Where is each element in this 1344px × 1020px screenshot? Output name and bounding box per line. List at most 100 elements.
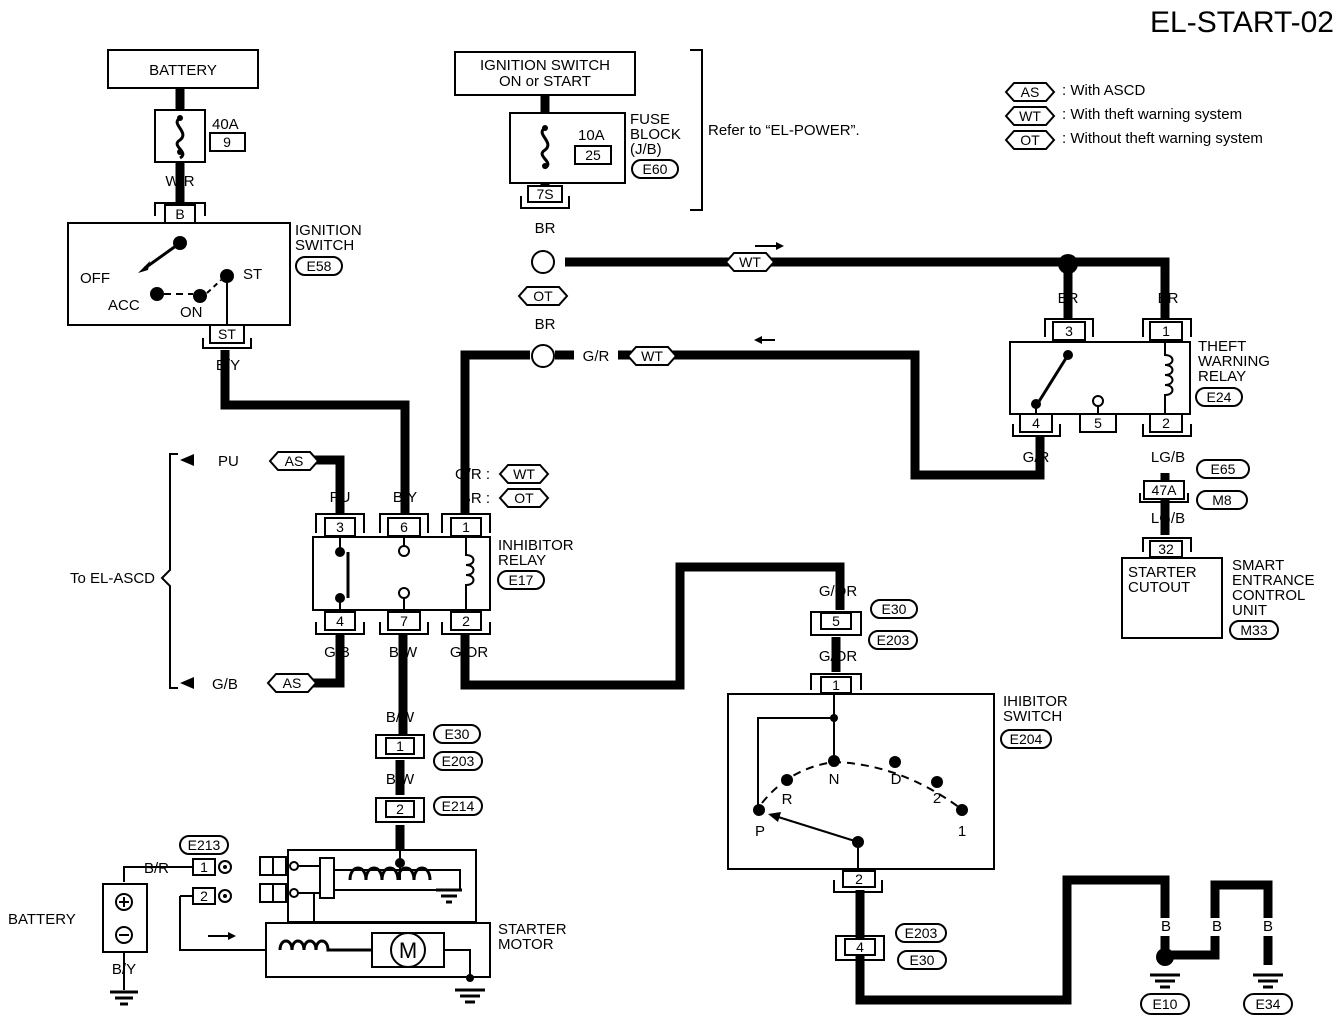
fuse-block-refer: Refer to “EL-POWER”. bbox=[708, 122, 860, 139]
theft-pin-1: 1 bbox=[1162, 323, 1170, 339]
wire-b-y-ign: B/Y bbox=[216, 357, 240, 374]
page-title: EL-START-02 bbox=[1150, 6, 1334, 39]
sec-conn-a: E65 bbox=[1211, 461, 1236, 477]
theft-pin-2: 2 bbox=[1162, 415, 1170, 431]
theft-label-1: THEFT bbox=[1198, 338, 1246, 355]
ign-source-box bbox=[454, 51, 636, 96]
ign-source-line1: IGNITION SWITCH bbox=[480, 57, 610, 74]
inh-pin-4: 4 bbox=[336, 613, 344, 629]
isw-connector: E204 bbox=[1010, 731, 1043, 747]
gnd-e10: E10 bbox=[1153, 996, 1178, 1012]
fuse-block-label-3: (J/B) bbox=[630, 141, 662, 158]
ign-pos-st: ST bbox=[243, 266, 262, 283]
isw-pos-p: P bbox=[755, 823, 765, 840]
inh-label-1: INHIBITOR bbox=[498, 537, 574, 554]
starter-wire-br: B/R bbox=[144, 860, 169, 877]
motor-symbol: M bbox=[399, 938, 417, 963]
isw-pin-2: 2 bbox=[855, 871, 863, 887]
fuse-block: 10A 25 7S FUSE BLOCK (J/B) E60 Refer to … bbox=[509, 49, 860, 211]
isw-conn-5a: E30 bbox=[882, 601, 907, 617]
sec-label-1: SMART bbox=[1232, 557, 1284, 574]
legend-text-ot: : Without theft warning system bbox=[1062, 130, 1263, 147]
gnd-e34: E34 bbox=[1256, 996, 1281, 1012]
splice-2 bbox=[531, 344, 555, 368]
inh-pin-3: 3 bbox=[336, 519, 344, 535]
inh-pin-2: 2 bbox=[462, 613, 470, 629]
gnd-wire-b-2: B bbox=[855, 971, 865, 988]
isw-label-1: IHIBITOR bbox=[1003, 693, 1068, 710]
starter-motor: M STARTER MOTOR E213 1 2 B/R BATTERY B/Y bbox=[8, 825, 567, 1006]
fuse-block-connector: E60 bbox=[643, 161, 668, 177]
wire-br-1: BR bbox=[535, 220, 556, 237]
tag-ot-1: OT bbox=[533, 288, 553, 304]
sec-connector: M33 bbox=[1240, 622, 1267, 638]
theft-label-3: RELAY bbox=[1198, 368, 1246, 385]
ign-pos-off: OFF bbox=[80, 270, 110, 287]
ign-label-1: IGNITION bbox=[295, 222, 362, 239]
inh-wire-pu: PU bbox=[330, 489, 351, 506]
inh-wire-bw: B/W bbox=[389, 644, 418, 661]
inh-pin-7: 7 bbox=[400, 613, 408, 629]
junction-dot bbox=[1058, 254, 1078, 274]
ign-pos-on: ON bbox=[180, 304, 203, 321]
tag-wt-1: WT bbox=[739, 254, 761, 270]
theft-wire-3: BR bbox=[1058, 290, 1079, 307]
isw-label-2: SWITCH bbox=[1003, 708, 1062, 725]
inh-wire-gb: G/B bbox=[324, 644, 350, 661]
isw-pin-1: 1 bbox=[832, 677, 840, 693]
starter-pin-2: 2 bbox=[200, 888, 208, 904]
sec-pin-a: 47A bbox=[1152, 482, 1178, 498]
ign-source-line2: ON or START bbox=[499, 73, 591, 90]
to-ascd: To EL-ASCD PU AS G/B AS bbox=[70, 451, 320, 693]
sec-inner-1: STARTER bbox=[1128, 564, 1197, 581]
sec-label-3: CONTROL bbox=[1232, 587, 1305, 604]
isw-pos-2: 2 bbox=[933, 790, 941, 807]
isw-pos-1: 1 bbox=[958, 823, 966, 840]
sec-conn-b: M8 bbox=[1212, 492, 1232, 508]
battery-top-box bbox=[107, 49, 259, 89]
inh-wire-gr: G/R : bbox=[455, 466, 490, 483]
isw-pin-5: 5 bbox=[832, 613, 840, 629]
isw-pos-r: R bbox=[782, 791, 793, 808]
battery-wire-by: B/Y bbox=[112, 961, 136, 978]
ign-pos-acc: ACC bbox=[108, 297, 140, 314]
bw-conn-2: E214 bbox=[442, 798, 475, 814]
inh-wire-gor: G/OR bbox=[450, 644, 489, 661]
bw-chain: B/W 1 E30 E203 B/W 2 E214 bbox=[375, 709, 483, 823]
ign-pin-b: B bbox=[175, 206, 184, 222]
isw-pos-d: D bbox=[891, 771, 902, 788]
inh-pin-6: 6 bbox=[400, 519, 408, 535]
gnd-wire-b-3: B bbox=[1161, 918, 1171, 935]
theft-warning-relay: BR BR 3 1 4 5 2 THEFT WARNING RELAY E24 … bbox=[1009, 290, 1270, 466]
tag-as-1: AS bbox=[285, 453, 304, 469]
wire-br-2: BR bbox=[535, 316, 556, 333]
inh-pin-1: 1 bbox=[462, 519, 470, 535]
starter-conn: E213 bbox=[188, 837, 221, 853]
sec-label-2: ENTRANCE bbox=[1232, 572, 1315, 589]
fuse-block-pin: 7S bbox=[536, 186, 553, 202]
inhibitor-switch: G/OR 5 E30 E203 G/OR 1 R N D 2 1 P bbox=[727, 583, 1068, 893]
bw-wire-1: B/W bbox=[386, 709, 415, 726]
battery-top-label: BATTERY bbox=[149, 62, 217, 79]
inh-label-2: RELAY bbox=[498, 552, 546, 569]
inh-wire-br: BR : bbox=[461, 490, 490, 507]
fuse-40a-no: 9 bbox=[223, 134, 231, 150]
sec-wire: LG/B bbox=[1151, 510, 1185, 527]
battery-bottom-label: BATTERY bbox=[8, 911, 76, 928]
gnd-wire-b-4: B bbox=[1212, 918, 1222, 935]
splice-1 bbox=[531, 250, 555, 274]
legend-text-wt: : With theft warning system bbox=[1062, 106, 1242, 123]
theft-pin-3: 3 bbox=[1065, 323, 1073, 339]
ascd-wire-gb: G/B bbox=[212, 676, 238, 693]
theft-wire-4: G/R bbox=[1023, 449, 1050, 466]
fuse-block-label-2: BLOCK bbox=[630, 126, 681, 143]
sec-label-4: UNIT bbox=[1232, 602, 1267, 619]
legend: AS : With ASCD WT : With theft warning s… bbox=[1004, 82, 1263, 150]
fuse-10a-amp: 10A bbox=[578, 127, 605, 144]
legend-tag-as: AS bbox=[1021, 84, 1040, 100]
ignition-switch: B OFF ACC ON ST ST IGNITION SWITCH E58 B… bbox=[67, 202, 362, 374]
legend-tag-wt: WT bbox=[1019, 108, 1041, 124]
theft-pin-5: 5 bbox=[1094, 415, 1102, 431]
inh-wire-by: B/Y bbox=[393, 489, 417, 506]
